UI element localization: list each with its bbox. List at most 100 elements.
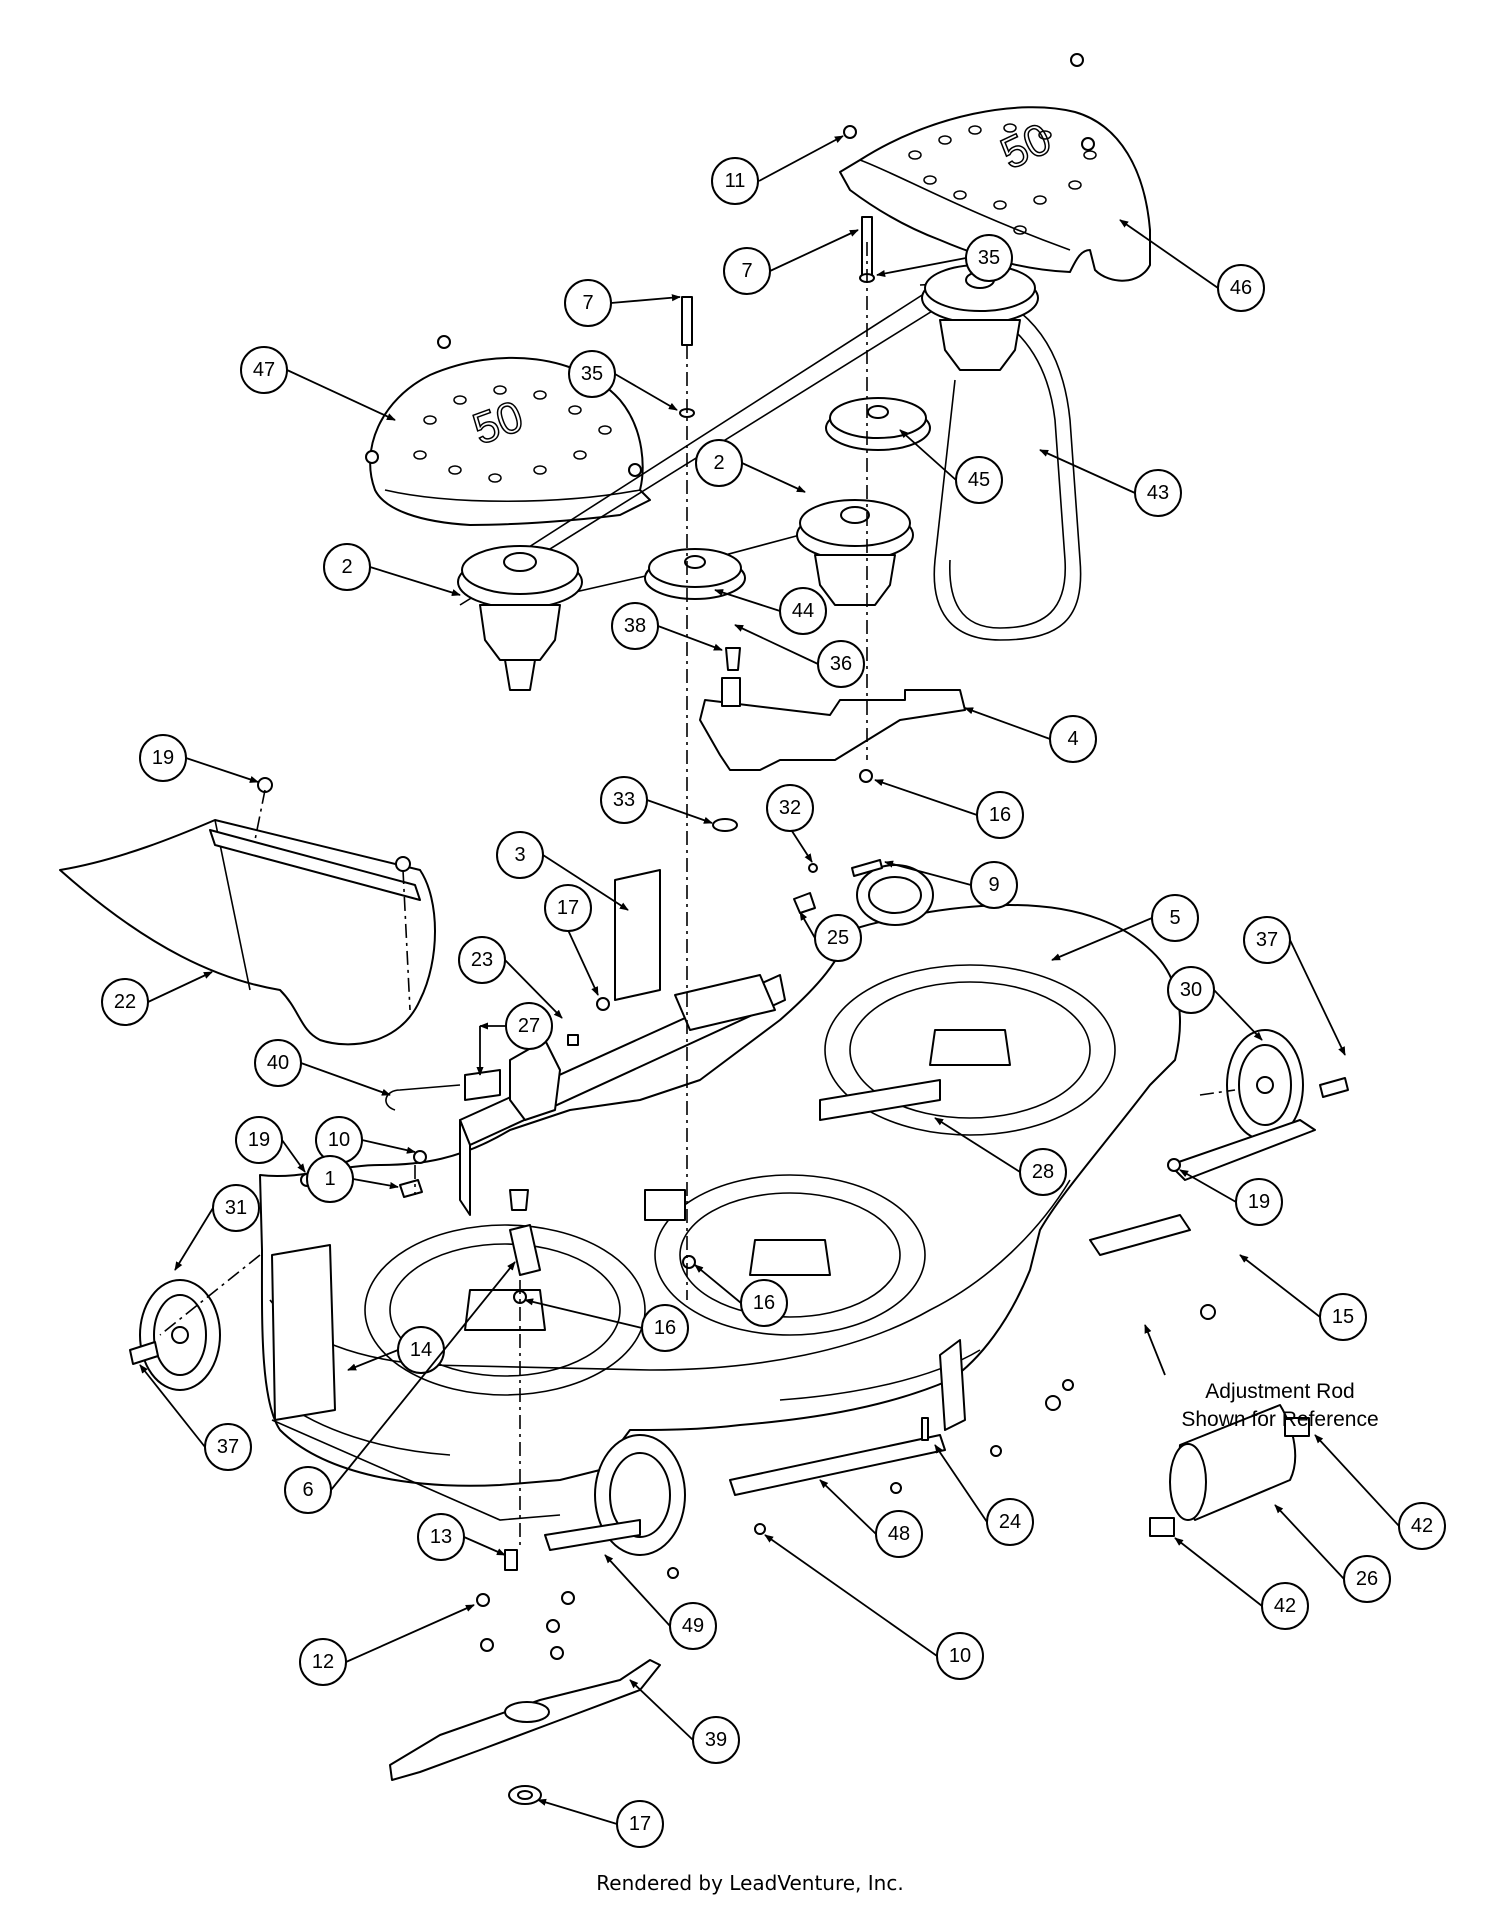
callout-15: 15 [1239,1254,1367,1341]
callout-24: 24 [934,1444,1034,1546]
gauge-wheel-rear-right [856,864,934,926]
callout-7-upper: 7 [723,229,859,295]
svg-text:30: 30 [1180,979,1202,1001]
roller-bushing-right [1284,1417,1310,1437]
svg-text:42: 42 [1274,1595,1296,1617]
svg-text:10: 10 [328,1129,350,1151]
callout-42-right: 42 [1314,1434,1446,1550]
gauge-wheel-front-right [1226,1029,1304,1141]
svg-text:7: 7 [741,260,752,282]
svg-text:12: 12 [312,1651,334,1673]
callout-23: 23 [458,936,563,1019]
callout-4: 4 [964,707,1097,763]
svg-text:4: 4 [1067,728,1078,750]
svg-text:11: 11 [725,170,746,192]
callout-16-middle: 16 [694,1264,788,1327]
right-belt-cover: 50 [839,106,1151,282]
callout-44: 44 [714,587,827,635]
svg-text:1: 1 [324,1168,335,1190]
callout-30: 30 [1167,966,1263,1041]
svg-text:43: 43 [1147,482,1169,504]
extension-spring [819,1079,941,1121]
svg-text:5: 5 [1169,907,1180,929]
callout-39: 39 [629,1679,740,1764]
front-hanger [939,1339,966,1431]
callout-13: 13 [417,1513,506,1561]
mower-deck [259,904,1181,1521]
svg-text:45: 45 [968,469,990,491]
callout-2-center: 2 [695,439,806,493]
callout-35-upper: 35 [876,234,1013,282]
callout-19-upper: 19 [139,734,259,783]
svg-text:47: 47 [253,359,275,381]
svg-text:49: 49 [682,1615,704,1637]
callout-14: 14 [347,1326,445,1374]
callout-25: 25 [799,911,862,962]
callout-27: 27 [476,1002,553,1076]
idler-shoulder-bolt [725,647,741,671]
callout-16-upper: 16 [874,779,1024,839]
svg-text:19: 19 [248,1129,270,1151]
svg-text:33: 33 [613,789,635,811]
svg-text:44: 44 [792,600,814,622]
callouts: 11 46 7 35 7 35 47 [101,135,1446,1848]
callout-3: 3 [496,831,629,911]
svg-text:27: 27 [518,1015,540,1037]
callout-48: 48 [819,1479,923,1558]
idler-bushing [721,677,741,707]
callout-19-right: 19 [1179,1169,1283,1226]
svg-text:17: 17 [629,1813,651,1835]
callout-46: 46 [1119,219,1265,312]
callout-2-left: 2 [323,543,461,597]
svg-text:10: 10 [949,1645,971,1667]
idler-pulley-44 [644,548,746,600]
svg-text:24: 24 [999,1511,1021,1533]
callout-33: 33 [600,776,713,824]
center-lines [159,242,1236,1550]
svg-text:22: 22 [114,991,136,1013]
roller-bushing-left [1149,1517,1175,1537]
callout-10-upper: 10 [315,1116,416,1164]
callout-10-lower: 10 [764,1534,984,1680]
svg-text:37: 37 [217,1436,239,1458]
callout-1: 1 [306,1155,399,1203]
spindle-center [796,499,914,606]
svg-text:15: 15 [1332,1306,1354,1328]
svg-text:17: 17 [557,897,579,919]
callout-28: 28 [934,1117,1067,1196]
callout-40: 40 [254,1039,391,1096]
spring-27 [464,1069,501,1101]
callout-32: 32 [766,784,814,863]
svg-text:40: 40 [267,1052,289,1074]
svg-text:42: 42 [1411,1515,1433,1537]
adjustment-note-line-2: Shown for Reference [1181,1408,1378,1431]
lift-arm-bracket [509,1039,561,1121]
callout-42-left: 42 [1174,1537,1309,1630]
blade-washer [508,1785,542,1805]
svg-text:28: 28 [1032,1161,1054,1183]
svg-text:38: 38 [624,615,646,637]
callout-36: 36 [734,624,865,688]
svg-text:3: 3 [514,844,525,866]
svg-text:31: 31 [225,1197,247,1219]
deck-stop-bracket [644,1189,686,1221]
callout-6: 6 [284,1261,516,1514]
callout-43: 43 [1039,449,1182,517]
svg-text:35: 35 [581,363,603,385]
callout-17-upper: 17 [544,884,599,996]
svg-text:14: 14 [410,1339,432,1361]
adjustment-note-line-1: Adjustment Rod [1205,1380,1354,1403]
callout-47: 47 [240,346,396,421]
svg-text:16: 16 [989,804,1011,826]
callout-38: 38 [611,602,723,651]
svg-text:16: 16 [753,1292,775,1314]
callout-5: 5 [1051,894,1199,961]
gauge-wheel-left [139,1279,221,1391]
adjustment-rod-note: Adjustment Rod Shown for Reference [1144,1324,1379,1431]
callout-12: 12 [299,1604,475,1686]
svg-text:6: 6 [302,1479,313,1501]
callout-19-left: 19 [235,1116,306,1173]
callout-31: 31 [174,1184,260,1271]
svg-text:26: 26 [1356,1568,1378,1590]
callout-37-left: 37 [139,1364,252,1471]
